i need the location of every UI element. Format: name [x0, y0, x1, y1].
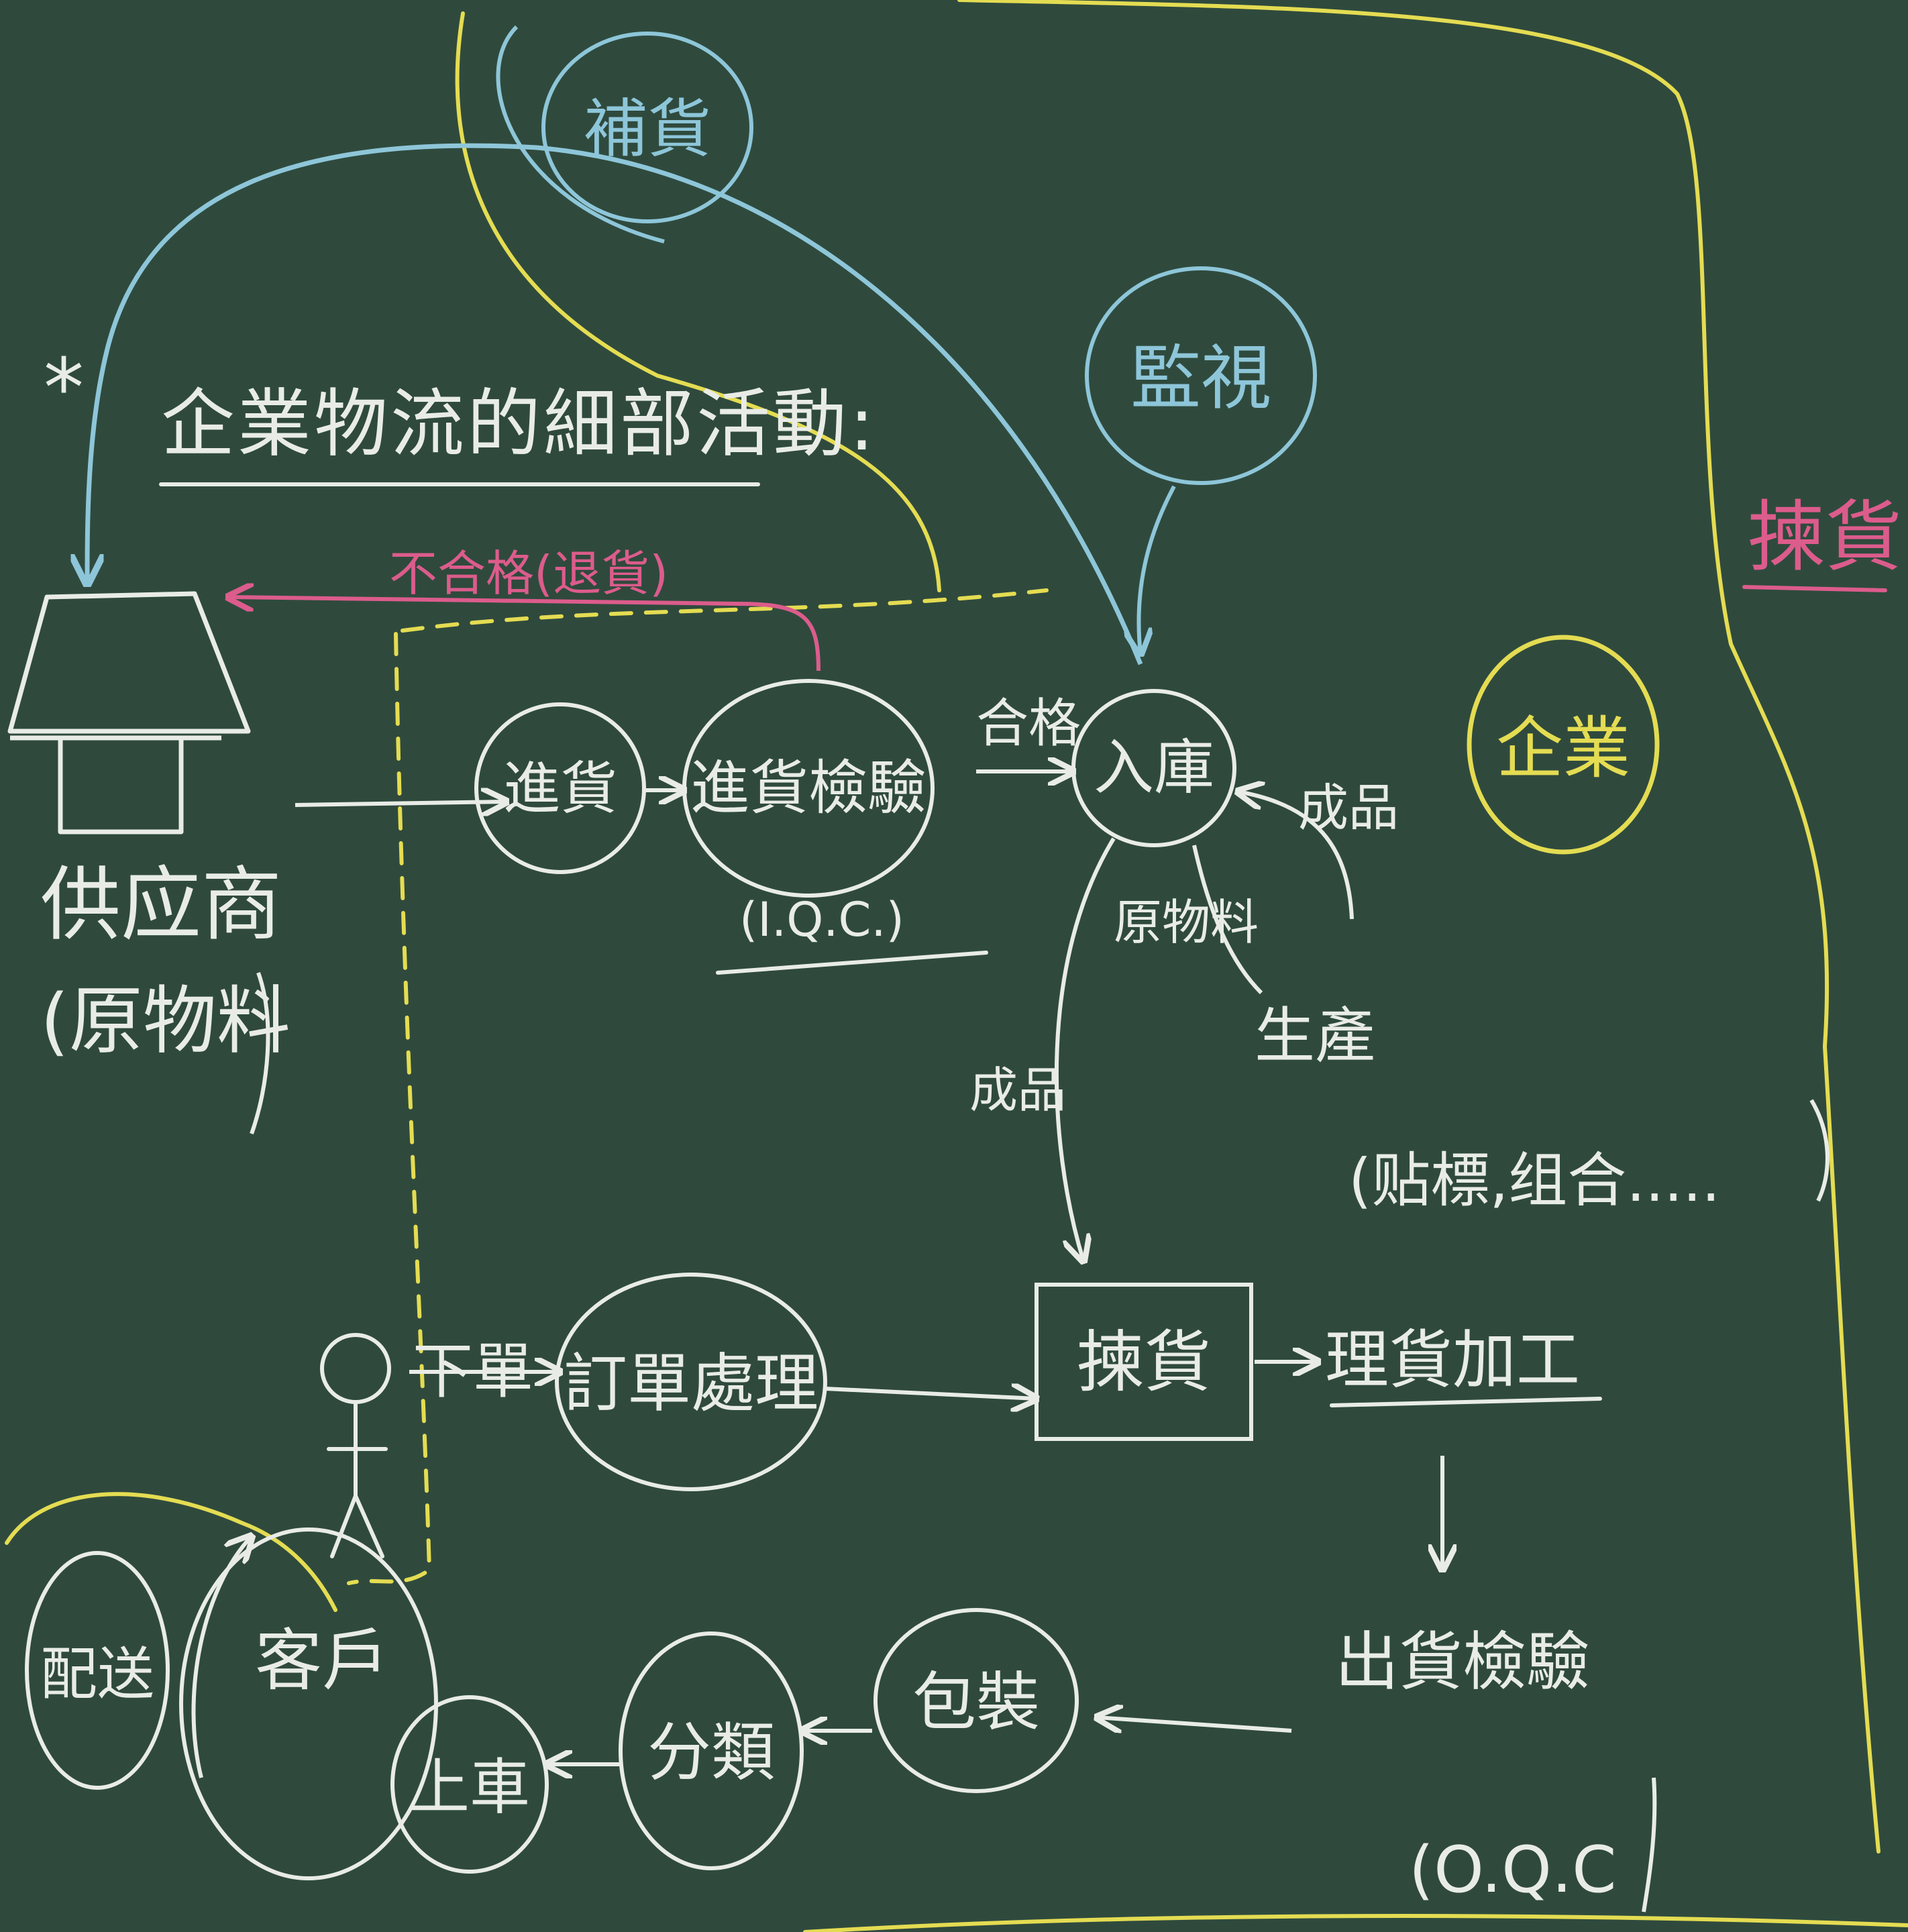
processing-label: 理貨加工: [1325, 1324, 1580, 1397]
oqc-label: (O.Q.C: [1409, 1833, 1617, 1907]
star-mark: *: [44, 342, 84, 435]
outbound-to-packaging-arrow: [1097, 1717, 1292, 1731]
reject-label: 不合格(退貨): [389, 545, 668, 602]
raw-material-arrow: [1192, 845, 1263, 995]
warehouse-to-picking-arrow: [1054, 837, 1116, 1261]
customer-figure-icon: [320, 1333, 391, 1558]
monitor-circle: [1085, 266, 1317, 485]
dashed-boundary-top: [401, 588, 1049, 633]
enterprise-boundary-upper: [455, 11, 941, 592]
reject-arrow: [228, 597, 820, 672]
enterprise-boundary-outer: [957, 0, 1880, 1854]
iqc-underline: [716, 951, 988, 975]
order-processing-circle: [555, 1273, 827, 1491]
finished-to-warehouse-label: 成品: [1298, 778, 1399, 837]
customer-label: 客戶: [255, 1621, 389, 1700]
picking-side-label: 揀貨: [1748, 492, 1902, 582]
production-label: 生產: [1255, 1001, 1375, 1071]
enterprise-boundary: [5, 0, 1908, 1932]
supplier-house-icon: [7, 591, 251, 835]
supplier-note-close: [250, 971, 270, 1135]
receiving-label: 進貨: [503, 756, 617, 822]
picking-label: 揀貨: [1077, 1323, 1211, 1401]
replenish-loop-tail: [496, 25, 665, 244]
processing-note: (贴標,组合.....: [1348, 1146, 1720, 1215]
picking-side-underline: [1742, 585, 1887, 592]
monitor-arrow: [1138, 485, 1176, 654]
replenish-circle: [541, 32, 753, 223]
loading-label: 上車: [409, 1752, 530, 1823]
processing-underline: [1330, 1397, 1602, 1407]
supplier-to-receiving-arrow: [295, 802, 507, 805]
raw-material-label: 原物料: [1114, 894, 1259, 951]
supplier-label: 供应商: [40, 859, 282, 952]
delivery-circle: [25, 1551, 170, 1790]
page-title: 企業物流的細部活動:: [161, 381, 877, 467]
supplier-note: (原物料: [40, 978, 290, 1064]
order-to-picking-arrow: [825, 1389, 1037, 1399]
monitor-label: 監視: [1130, 337, 1271, 419]
processing-note-close: [1809, 1099, 1830, 1202]
bottom-boundary: [803, 1914, 1908, 1932]
classify-circle: [619, 1631, 804, 1870]
classify-label: 分類: [647, 1716, 775, 1790]
warehouse-in-circle: [1071, 689, 1236, 847]
replenish-arrow: [87, 143, 1143, 665]
order-processing-label: 訂單處理: [564, 1347, 818, 1421]
production-to-warehouse-arrow: [1238, 792, 1354, 920]
outbound-inspection-label: 出貨檢驗: [1335, 1625, 1590, 1699]
dashed-boundary: [347, 588, 1049, 1585]
iqc-label: (I.Q.C.): [739, 892, 904, 947]
picking-box: [1035, 1283, 1253, 1441]
loading-circle: [390, 1695, 549, 1874]
packaging-label: 包裝: [912, 1666, 1040, 1739]
packaging-circle: [873, 1608, 1079, 1793]
oqc-close: [1642, 1777, 1657, 1913]
replenish-label: 補貨: [584, 93, 711, 166]
finished-down-label: 成品: [969, 1062, 1066, 1118]
inspection-circle: [682, 679, 935, 898]
customer-boundary: [5, 1492, 337, 1612]
inspection-label: 進貨檢驗: [690, 753, 926, 822]
warehouse-in-label: 入庫: [1094, 733, 1214, 803]
delivery-label: 配送: [40, 1642, 154, 1708]
qualified-label: 合格: [976, 694, 1081, 754]
dashed-boundary-left: [347, 632, 432, 1585]
delivery-to-customer-arrow: [191, 1536, 252, 1778]
enterprise-circle: [1467, 635, 1660, 855]
enterprise-label: 企業: [1496, 709, 1630, 788]
